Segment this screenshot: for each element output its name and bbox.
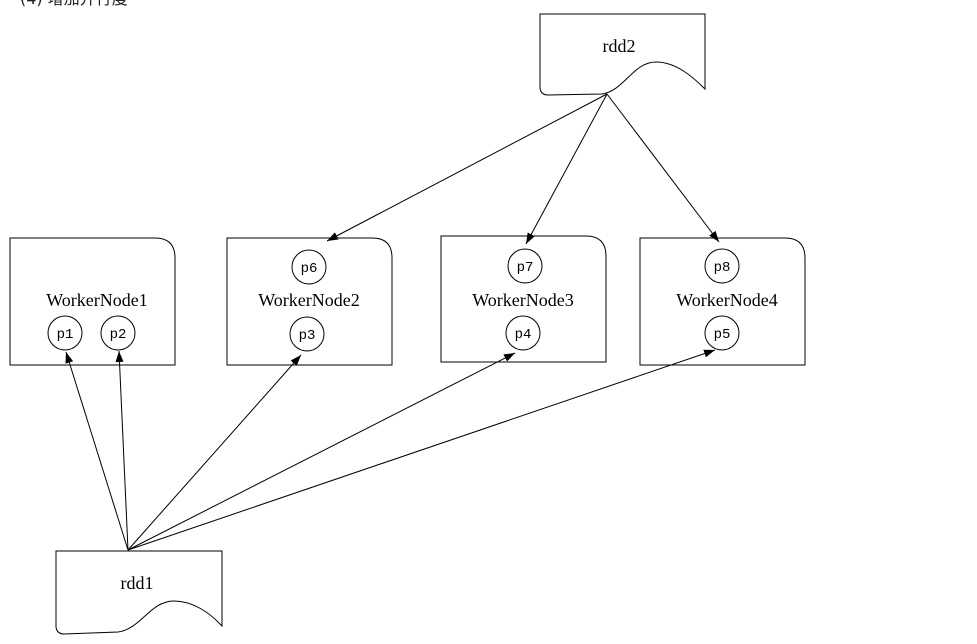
partition-p7: p7 <box>507 248 543 284</box>
worker-node-3-box <box>440 235 607 363</box>
partition-p1: p1 <box>47 315 83 351</box>
arrow-rdd1-to-p1 <box>65 351 129 551</box>
arrows-from-rdd2 <box>326 93 720 245</box>
rdd2-document: rdd2 <box>539 13 706 96</box>
partition-p2: p2 <box>100 315 136 351</box>
partition-label: p5 <box>714 327 731 343</box>
worker-node-4-box <box>639 237 806 366</box>
partition-circle <box>47 315 83 351</box>
partition-p5: p5 <box>704 315 740 351</box>
arrow-rdd1-to-p4 <box>127 352 516 551</box>
partition-circle <box>291 249 327 285</box>
partition-circle <box>507 248 543 284</box>
arrow-rdd1-to-p5 <box>127 349 716 551</box>
worker-node-3-label: WorkerNode3 <box>472 290 574 310</box>
partition-label: p6 <box>301 261 318 277</box>
rdd2-label: rdd2 <box>603 36 636 56</box>
partition-label: p7 <box>517 260 534 276</box>
partition-label: p3 <box>299 328 316 344</box>
worker-node-2: WorkerNode2 p6 p3 <box>226 237 393 366</box>
worker-node-3: WorkerNode3 p7 p4 <box>440 235 607 363</box>
worker-node-2-label: WorkerNode2 <box>258 290 360 310</box>
partition-label: p1 <box>57 327 74 343</box>
partition-circle <box>704 315 740 351</box>
arrow-rdd1-to-p2 <box>115 350 129 551</box>
rdd1-document-shape <box>55 550 223 635</box>
partition-circle <box>100 315 136 351</box>
rdd1-document: rdd1 <box>55 550 223 635</box>
partition-p6: p6 <box>291 249 327 285</box>
worker-node-4: WorkerNode4 p8 p5 <box>639 237 806 366</box>
worker-node-1-label: WorkerNode1 <box>46 290 148 310</box>
partition-p3: p3 <box>289 316 325 352</box>
arrow-rdd1-to-p3 <box>127 354 302 551</box>
arrow-rdd2-to-p8 <box>606 93 720 243</box>
section-heading: (4) 增加并行度 <box>20 0 128 8</box>
partition-label: p2 <box>110 327 127 343</box>
arrow-rdd2-to-p6 <box>326 93 608 242</box>
partition-p4: p4 <box>505 315 541 351</box>
partition-circle <box>505 315 541 351</box>
arrows-from-rdd1 <box>65 349 716 551</box>
partition-label: p8 <box>714 260 731 276</box>
rdd2-document-shape <box>539 13 706 96</box>
worker-node-4-label: WorkerNode4 <box>676 290 778 310</box>
partition-circle <box>289 316 325 352</box>
partition-p8: p8 <box>704 248 740 284</box>
arrow-rdd2-to-p7 <box>525 93 608 245</box>
partition-circle <box>704 248 740 284</box>
worker-node-1: WorkerNode1 p1 p2 <box>9 237 176 366</box>
rdd1-label: rdd1 <box>121 573 154 593</box>
partition-label: p4 <box>515 327 532 343</box>
worker-node-2-box <box>226 237 393 366</box>
